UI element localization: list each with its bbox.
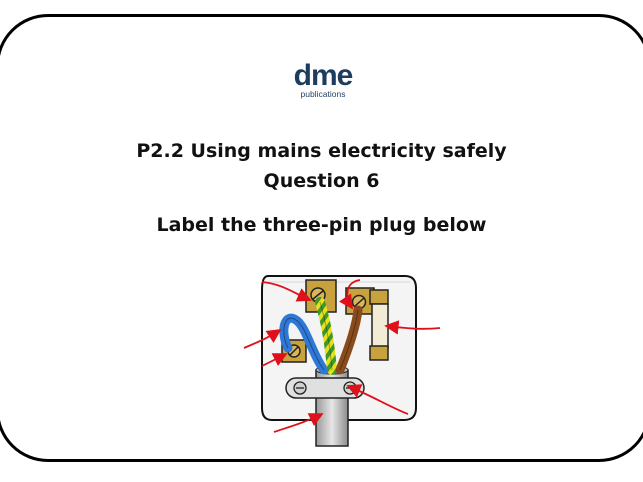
neutral-wire: [279, 313, 329, 375]
label-arrow-fuse: [384, 320, 441, 335]
earth-wire: [315, 297, 337, 375]
fuse: [371, 303, 389, 349]
fuse-clip-top: [369, 289, 389, 305]
label-arrow-cable-grip: [346, 384, 409, 415]
dme-logo: dme publications: [288, 59, 358, 102]
cable-grip: [285, 377, 365, 399]
label-arrow-neutral-wire: [243, 329, 282, 349]
topic-title: P2.2 Using mains electricity safely: [136, 140, 507, 162]
label-arrow-cable: [273, 413, 324, 433]
label-arrow-earth-terminal: [261, 281, 312, 302]
live-wire: [335, 305, 363, 375]
three-pin-plug-illustration: [243, 275, 441, 447]
logo-wordmark: dme: [293, 59, 354, 92]
instruction-text: Label the three-pin plug below: [156, 214, 487, 236]
logo-subtitle: publications: [300, 89, 346, 99]
question-number: Question 6: [263, 170, 380, 192]
fuse-clip-bottom: [369, 345, 389, 361]
label-arrow-neutral-terminal: [261, 353, 288, 367]
label-arrow-live-terminal: [339, 279, 361, 310]
